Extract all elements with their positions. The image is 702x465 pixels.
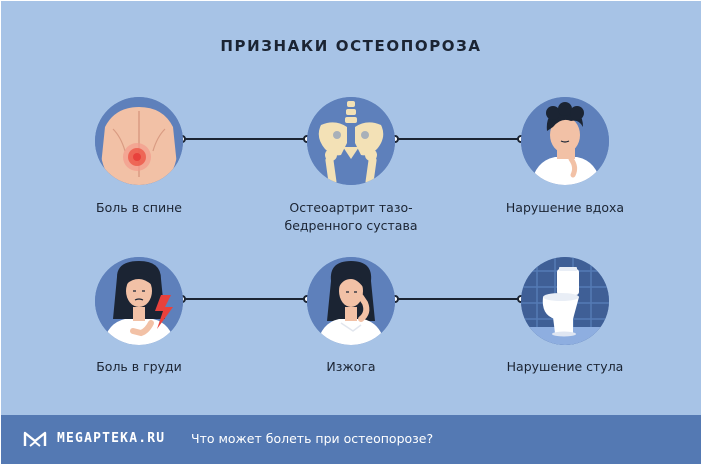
heartburn-icon — [307, 257, 395, 345]
connector-line — [183, 138, 307, 140]
sign-label-chest-pain: Боль в груди — [96, 359, 182, 374]
sign-label-heartburn: Изжога — [326, 359, 376, 374]
page-title: ПРИЗНАКИ ОСТЕОПОРОЗА — [220, 37, 482, 55]
connector-line — [183, 298, 307, 300]
back-pain-icon — [95, 97, 183, 185]
breathing-icon — [521, 97, 609, 185]
pelvis-icon — [307, 97, 395, 185]
toilet-icon — [521, 257, 609, 345]
sign-label-pelvis: Остеоартрит тазо- бедренного сустава — [284, 200, 418, 233]
sign-label-back-pain: Боль в спине — [96, 200, 182, 215]
connector-line — [395, 298, 523, 300]
brand-name[interactable]: MEGAPTEKA.RU — [57, 431, 166, 446]
megapteka-logo-icon — [23, 431, 47, 447]
connector-line — [395, 138, 523, 140]
footer-bar: MEGAPTEKA.RU Что может болеть при остеоп… — [1, 415, 701, 464]
chest-pain-icon — [95, 257, 183, 345]
sign-label-breathing: Нарушение вдоха — [505, 200, 625, 215]
footer-question: Что может болеть при остеопорозе? — [191, 431, 434, 446]
sign-label-toilet: Нарушение стула — [506, 359, 624, 374]
